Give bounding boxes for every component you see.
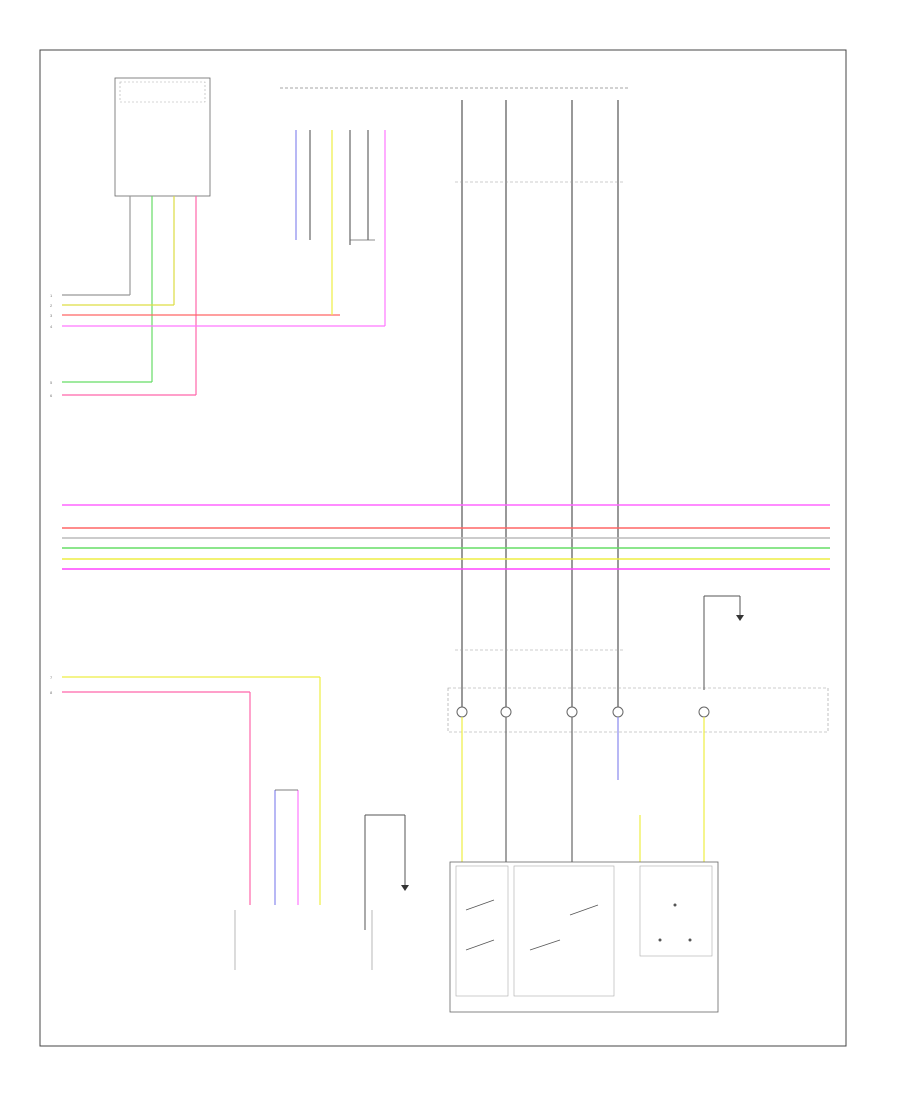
svg-text:1: 1 (50, 293, 53, 298)
svg-text:6: 6 (50, 393, 53, 398)
svg-text:4: 4 (50, 324, 53, 329)
top-left-component (114, 77, 211, 395)
svg-text:8: 8 (50, 690, 53, 695)
top-center-harness (280, 87, 630, 712)
svg-text:7: 7 (50, 675, 53, 680)
svg-text:3: 3 (50, 313, 53, 318)
left-wires-top: 1 2 3 4 (50, 293, 385, 329)
right-switch-assembly (449, 861, 719, 1013)
page-frame (39, 49, 847, 1047)
left-wires-mid: 5 6 (50, 380, 196, 398)
bus-wires (62, 504, 830, 570)
left-wires-bottom: 7 8 (50, 675, 321, 905)
left-switch-assembly (234, 789, 409, 970)
svg-text:2: 2 (50, 303, 53, 308)
svg-text:5: 5 (50, 380, 53, 385)
clockspring (447, 595, 829, 862)
